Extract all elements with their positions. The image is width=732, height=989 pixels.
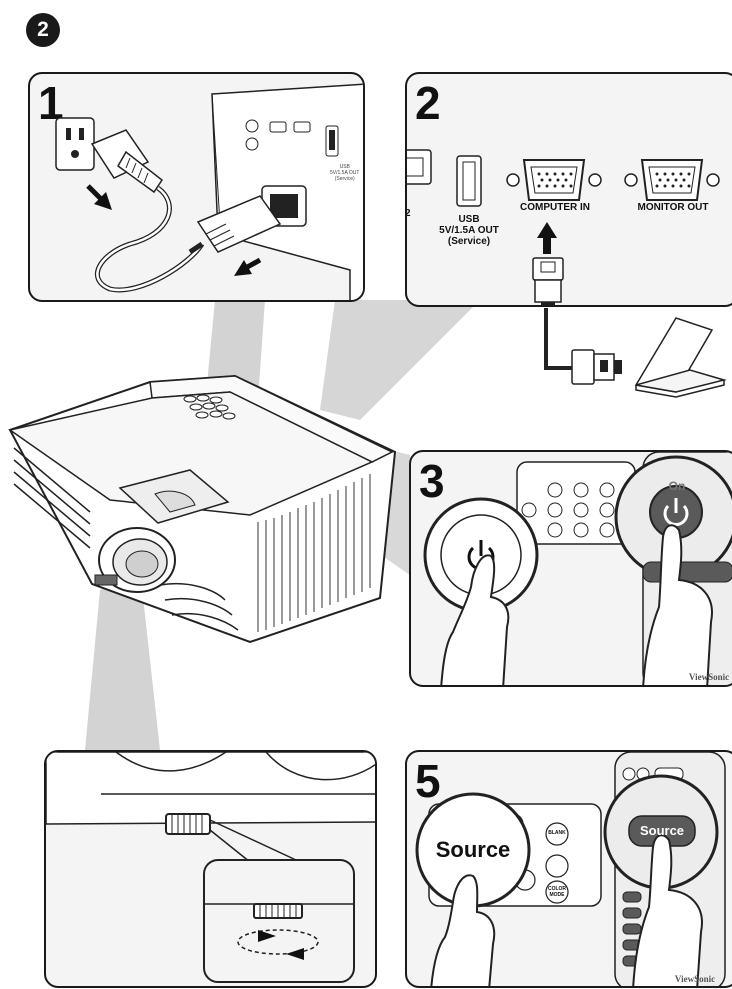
color-mode-button-label: COLOR MODE xyxy=(545,886,569,898)
on-label: On xyxy=(657,481,697,492)
remote-brand-label: ViewSonic xyxy=(665,974,725,985)
port-monitor-out-label: MONITOR OUT xyxy=(623,202,723,213)
projector-usb-label: USB 5V/1.5A OUT (Service) xyxy=(330,164,359,182)
port-computer-in-label: COMPUTER IN xyxy=(507,202,603,213)
projector-usb-label-line3: (Service) xyxy=(330,176,359,182)
panel-5-source: 5 Source Source BLANK COLOR MODE ViewSon… xyxy=(405,750,732,988)
panel-4-adjust-foot: 4 xyxy=(44,750,377,988)
remote-brand-label: ViewSonic xyxy=(679,672,732,683)
panel-1-power-cord: 1 USB 5V/1.5A OUT ( xyxy=(28,72,365,302)
adjuster-foot-illustration xyxy=(46,752,377,988)
source-selection-illustration xyxy=(407,752,732,988)
panel-2-computer-connection: 2 2 USB 5V/1.5A OUT (Service) COMPU xyxy=(405,72,732,307)
panel-3-power-on: 3 On ViewSonic xyxy=(409,450,732,687)
source-button-label: Source xyxy=(629,824,695,838)
vga-connection-illustration xyxy=(407,74,732,307)
source-label: Source xyxy=(421,838,525,862)
power-cord-illustration xyxy=(30,74,365,302)
port-partial-label: 2 xyxy=(405,208,411,219)
blank-button-label: BLANK xyxy=(545,830,569,836)
port-usb-label: USB 5V/1.5A OUT (Service) xyxy=(433,214,505,247)
